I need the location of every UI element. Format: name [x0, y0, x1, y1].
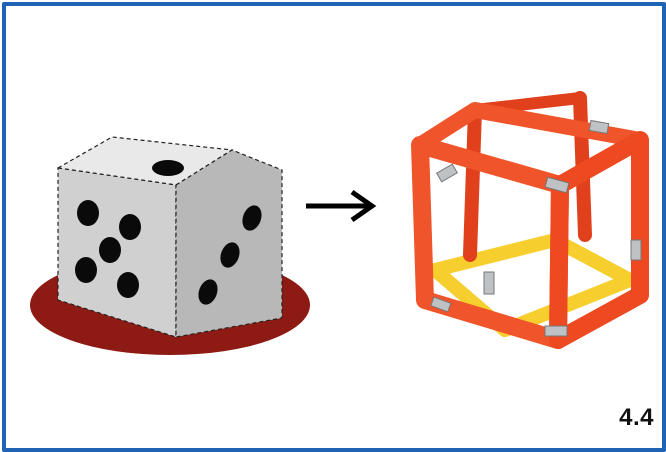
pip	[117, 272, 139, 298]
clip	[437, 164, 458, 182]
clip	[484, 272, 494, 294]
pip	[119, 214, 141, 240]
clip	[631, 240, 641, 260]
pip	[77, 200, 99, 226]
right-arrow-icon	[306, 192, 372, 220]
clip	[545, 326, 567, 336]
pip	[152, 160, 184, 176]
dice-illustration	[30, 137, 310, 355]
pip	[75, 257, 97, 283]
figure-number: 4.4	[619, 404, 654, 432]
frame-cube-illustration	[420, 98, 641, 340]
pip	[99, 237, 121, 263]
